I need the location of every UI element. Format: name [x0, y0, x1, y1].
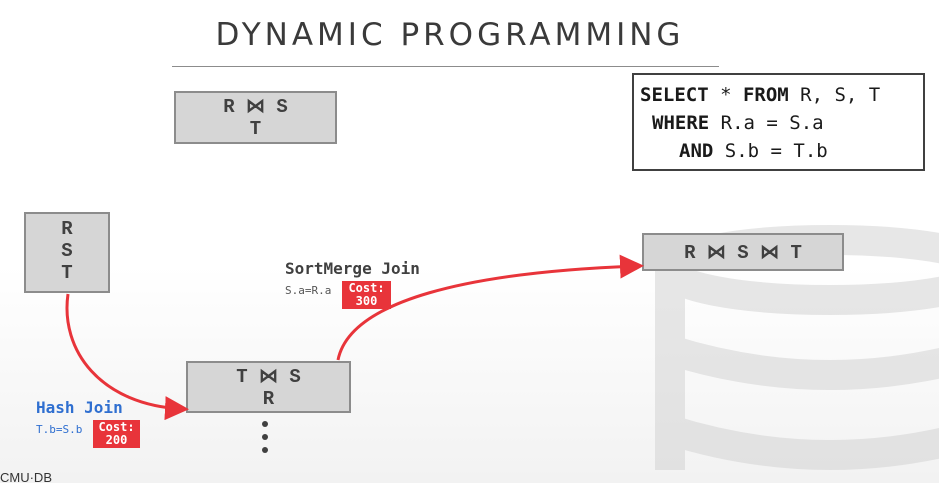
- sql-star: *: [708, 84, 743, 106]
- hash-join-label: Hash Join: [36, 398, 123, 417]
- node-label: R ⋈ S: [223, 96, 288, 118]
- cost-label: Cost:: [98, 420, 135, 434]
- sql-tables: R, S, T: [788, 84, 881, 106]
- node-label: R: [61, 218, 73, 240]
- hash-cost-badge: Cost: 200: [93, 420, 140, 448]
- title-divider: [172, 66, 719, 67]
- sql-keyword-from: FROM: [742, 84, 789, 106]
- node-t-join-s-r: T ⋈ S R: [186, 361, 351, 413]
- cost-value: 200: [105, 433, 128, 447]
- node-r-join-s-join-t: R ⋈ S ⋈ T: [642, 233, 844, 271]
- node-label: T ⋈ S: [236, 366, 301, 388]
- sql-line-where: WHERE R.a = S.a: [634, 109, 923, 137]
- cost-label: Cost:: [348, 281, 385, 295]
- node-r-join-s-t: R ⋈ S T: [174, 91, 337, 144]
- node-label: R ⋈ S ⋈ T: [684, 242, 802, 264]
- node-r-s-t: R S T: [24, 212, 110, 293]
- sortmerge-predicate: S.a=R.a: [285, 284, 332, 297]
- sql-line-and: AND S.b = T.b: [634, 137, 923, 165]
- sortmerge-cost-badge: Cost: 300: [342, 281, 391, 309]
- node-label: T: [249, 118, 262, 140]
- sql-line-select: SELECT * FROM R, S, T: [634, 81, 923, 109]
- sql-keyword-select: SELECT: [640, 84, 709, 106]
- sortmerge-join-label: SortMerge Join: [285, 259, 420, 278]
- hash-join-arrow: [65, 293, 189, 421]
- cmu-db-logo: CMU·DB: [0, 470, 52, 485]
- cost-value: 300: [355, 294, 378, 308]
- sortmerge-join-arrow: [336, 254, 644, 361]
- hash-predicate: T.b=S.b: [36, 423, 83, 436]
- node-label: S: [61, 240, 73, 262]
- sql-query-box: SELECT * FROM R, S, T WHERE R.a = S.a AN…: [632, 73, 925, 171]
- sql-keyword-and: AND: [679, 140, 714, 162]
- slide-title: DYNAMIC PROGRAMMING: [215, 17, 685, 53]
- node-label: R: [262, 388, 275, 410]
- sql-and-clause: S.b = T.b: [713, 140, 828, 162]
- node-label: T: [61, 262, 73, 284]
- sql-where-clause: R.a = S.a: [709, 112, 824, 134]
- sql-keyword-where: WHERE: [652, 112, 710, 134]
